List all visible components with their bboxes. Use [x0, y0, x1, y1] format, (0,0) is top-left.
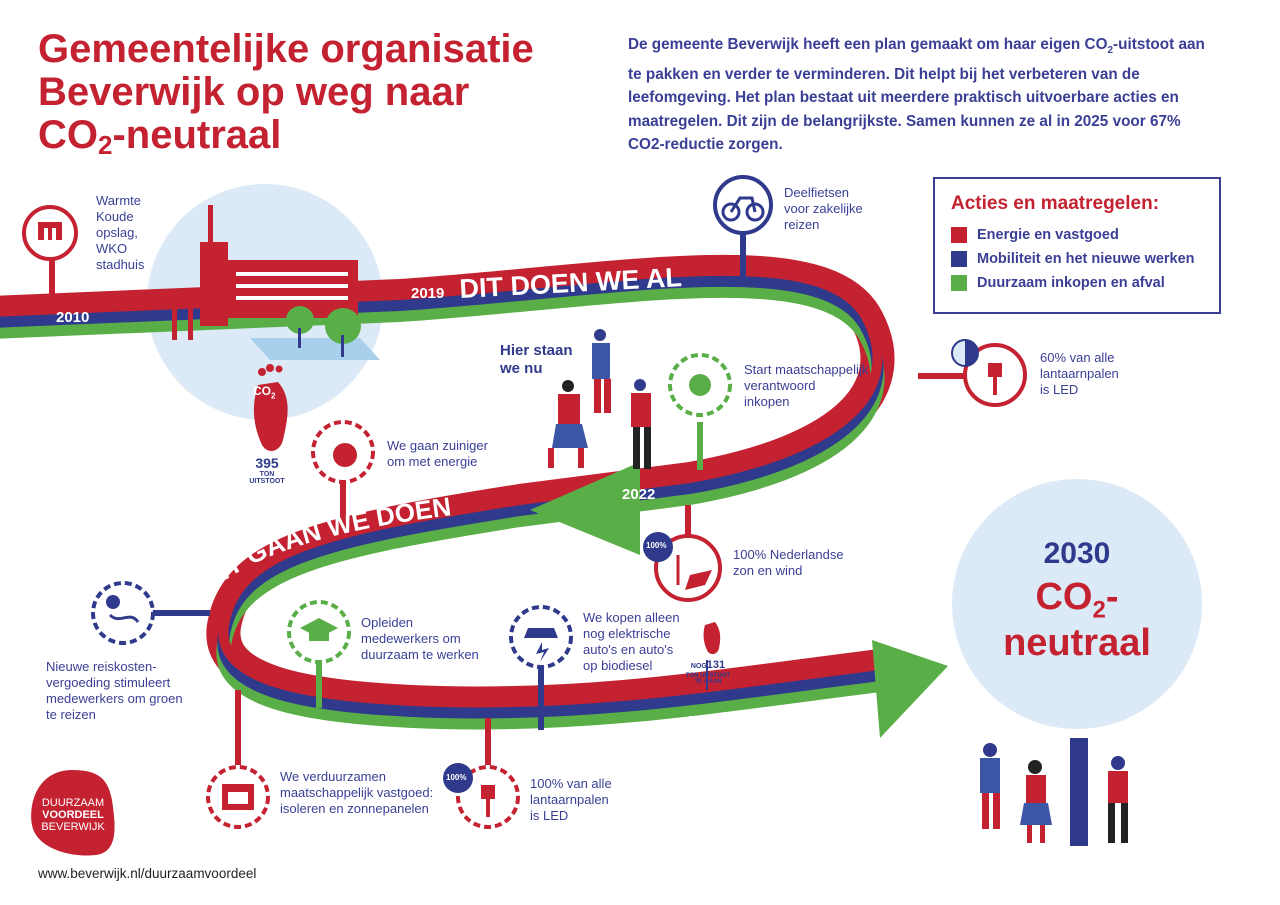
year-2019: 2019	[411, 285, 445, 302]
footprint-2025-shape	[703, 622, 721, 655]
footprint-start-shape	[253, 382, 288, 452]
action-travel-label: Nieuwe reiskosten- vergoeding stimuleert…	[46, 659, 183, 722]
energy-dial-icon	[311, 420, 375, 484]
footprint-2025-value: NOG131 TON UITSTOOT TE GAAN	[685, 659, 731, 685]
heater-icon	[206, 765, 270, 829]
action-wind-label: 100% Nederlandse zon en wind	[733, 547, 844, 578]
wko-icon	[22, 205, 78, 261]
footprint-start-value: 395 TON UITSTOOT	[249, 455, 285, 485]
title-line-2: Beverwijk op weg naar	[38, 70, 470, 114]
footprint-start-label: CO2	[253, 384, 276, 401]
action-wko-label: Warmte Koude opslag, WKO stadhuis	[96, 193, 145, 272]
action-train-label: Opleiden medewerkers om duurzaam te werk…	[361, 615, 479, 662]
goal-co2: CO2-	[1035, 576, 1119, 624]
title-line-3: CO2-neutraal	[38, 113, 282, 161]
legend-item-inkopen: Duurzaam inkopen en afval	[951, 275, 1203, 291]
legend-item-energie: Energie en vastgoed	[951, 227, 1203, 243]
street-lamp-100-icon	[443, 763, 520, 829]
action-cars-label: We kopen alleen nog elektrische auto's e…	[583, 610, 680, 673]
goal-bubble	[952, 479, 1202, 729]
legend-title: Acties en maatregelen:	[951, 193, 1160, 214]
street-lamp-icon	[951, 339, 1027, 407]
logo-duurzaam-voordeel	[31, 770, 115, 856]
year-2025: 2025	[687, 713, 721, 730]
icon-stems	[49, 230, 968, 765]
goal-pole	[1070, 738, 1088, 846]
action-bikes-label: Deelfietsen voor zakelijke reizen	[784, 185, 863, 232]
walking-people	[548, 329, 651, 469]
graduation-cap-icon	[287, 600, 351, 664]
year-2022: 2022	[622, 486, 656, 503]
year-2010: 2010	[56, 309, 90, 326]
legend-swatch-red	[951, 227, 967, 243]
arrow-right-head	[872, 640, 948, 738]
legend-swatch-blue	[951, 251, 967, 267]
wind-solar-icon	[643, 532, 722, 602]
legend-swatch-green	[951, 275, 967, 291]
goal-year: 2030	[1043, 537, 1111, 570]
action-energy-label: We gaan zuiniger om met energie	[387, 438, 488, 469]
action-purchase-label: Start maatschappelijk verantwoord inkope…	[744, 362, 869, 409]
intro-paragraph: De gemeente Beverwijk heeft een plan gem…	[628, 36, 1205, 154]
electric-car-icon	[509, 605, 573, 669]
legend-box: Acties en maatregelen: Energie en vastgo…	[933, 177, 1221, 314]
page-title: Gemeentelijke organisatie Beverwijk op w…	[38, 28, 608, 167]
bicycle-icon	[713, 175, 773, 235]
title-line-1: Gemeentelijke organisatie	[38, 27, 534, 71]
euro-cycle-icon	[668, 353, 732, 417]
route-euro-icon	[91, 581, 155, 645]
action-buildings-label: We verduurzamen maatschappelijk vastgoed…	[280, 769, 434, 816]
townhall-building	[172, 205, 380, 360]
arrow-left-head	[530, 462, 640, 555]
goal-word: neutraal	[1003, 622, 1151, 664]
wind-badge: 100%	[646, 541, 667, 550]
celebrating-people	[980, 743, 1128, 843]
footer-url[interactable]: www.beverwijk.nl/duurzaamvoordeel	[38, 866, 257, 881]
action-led60-label: 60% van alle lantaarnpalen is LED	[1040, 350, 1119, 397]
action-led100-label: 100% van alle lantaarnpalen is LED	[530, 776, 612, 823]
legend-item-mobiliteit: Mobiliteit en het nieuwe werken	[951, 251, 1203, 267]
led100-badge: 100%	[446, 773, 467, 782]
